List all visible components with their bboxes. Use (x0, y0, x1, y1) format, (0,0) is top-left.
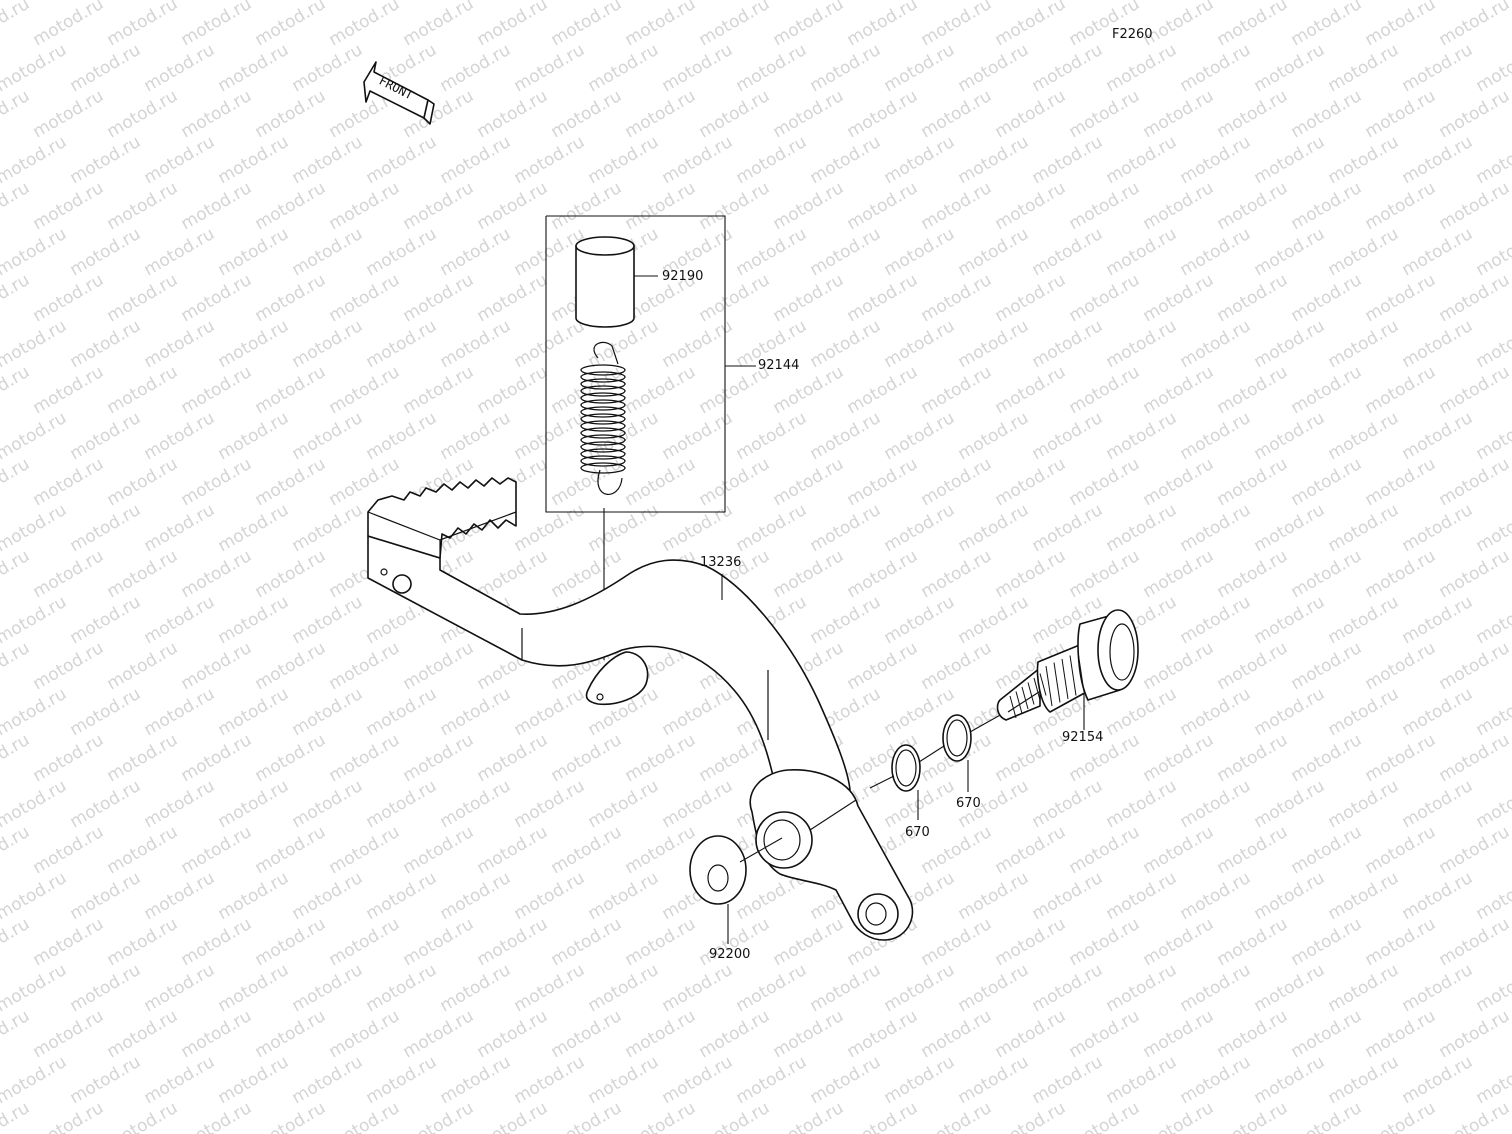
part-label-92154[interactable]: 92154 (1062, 730, 1104, 745)
shaft-thread (1021, 686, 1029, 710)
spring-coil (580, 441, 626, 453)
o-ring-parts (809, 713, 1003, 831)
spring-coil (580, 427, 626, 439)
spring-coil (580, 420, 626, 432)
spring-coil (580, 434, 626, 446)
part-label-670-left[interactable]: 670 (905, 825, 930, 840)
shaft-threads (1009, 651, 1085, 719)
diagram-code: F2260 (1112, 27, 1153, 42)
spring-coil (580, 385, 626, 397)
spring-coil (580, 462, 626, 474)
part-label-92200[interactable]: 92200 (709, 947, 751, 962)
shaft-thread (1015, 691, 1023, 714)
shaft-thread (1039, 673, 1047, 696)
spring-coil (580, 413, 626, 425)
part-label-92144[interactable]: 92144 (758, 358, 800, 373)
shaft-ridge (1061, 658, 1069, 700)
spring-kit-bracket (545, 215, 756, 513)
shaft-ridge (1053, 662, 1061, 703)
shaft-ridge (1045, 665, 1053, 707)
spring-coil (580, 371, 626, 383)
spring-coil (580, 378, 626, 390)
shaft-thread (1033, 677, 1041, 701)
shaft-thread (1027, 682, 1035, 705)
part-label-13236[interactable]: 13236 (700, 555, 742, 570)
bushing-part (575, 236, 658, 328)
front-arrow-icon: FRONT (363, 61, 435, 125)
spring-coil (580, 364, 626, 376)
spring-part (580, 341, 626, 495)
part-label-92190[interactable]: 92190 (662, 269, 704, 284)
pivot-shaft-part (996, 609, 1139, 730)
spring-coil (580, 392, 626, 404)
spring-coils (580, 364, 626, 474)
shaft-ridge (1069, 655, 1077, 696)
shaft-thread (1009, 695, 1017, 719)
spring-coil (580, 455, 626, 467)
part-label-670-right[interactable]: 670 (956, 796, 981, 811)
spring-coil (580, 406, 626, 418)
spring-coil (580, 399, 626, 411)
shaft-ridge (1077, 651, 1085, 693)
brake-pedal-part (367, 477, 914, 941)
spring-coil (580, 448, 626, 460)
washer-part (689, 835, 783, 944)
